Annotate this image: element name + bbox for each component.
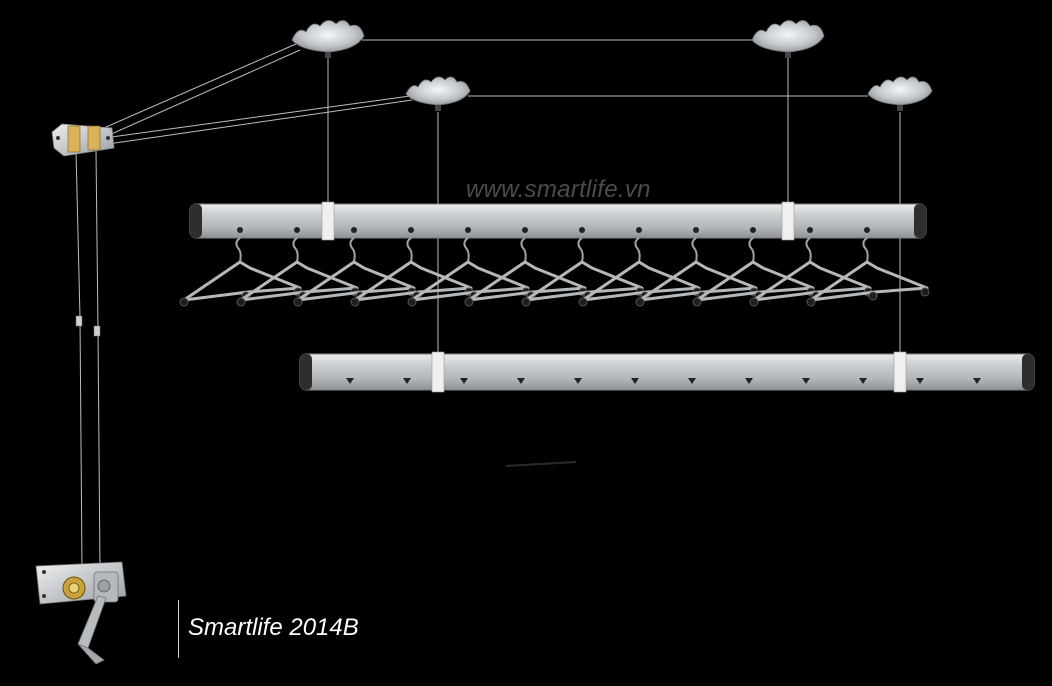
rail-hook-slot xyxy=(574,378,582,384)
cable-stoppers xyxy=(75,315,101,337)
product-caption: Smartlife 2014B xyxy=(188,614,359,641)
rail-hook-slot xyxy=(631,378,639,384)
rail-hook-slot xyxy=(517,378,525,384)
lower-drying-rail xyxy=(299,351,1035,393)
rail-hook-slot xyxy=(688,378,696,384)
hand-crank-winder-icon xyxy=(35,561,127,665)
hanger-row xyxy=(179,227,930,307)
rail-hook-slots xyxy=(346,378,981,384)
rail-hook-slot xyxy=(346,378,354,384)
ceiling-dome-icon xyxy=(751,20,825,58)
website-watermark: www.smartlife.vn xyxy=(466,176,651,203)
overhead-cables xyxy=(75,39,901,571)
ceiling-mounts xyxy=(291,20,933,111)
rail-hook-slot xyxy=(403,378,411,384)
ceiling-dome-icon xyxy=(405,76,471,111)
upper-drying-rail xyxy=(189,201,927,241)
caption-divider xyxy=(178,600,179,658)
clothes-hanger-icon xyxy=(293,227,417,307)
clothes-hanger-icon xyxy=(806,227,930,307)
ceiling-dome-icon xyxy=(867,76,933,111)
pulley-bracket-icon xyxy=(51,123,115,157)
rail-hook-slot xyxy=(460,378,468,384)
rail-hook-slot xyxy=(745,378,753,384)
rail-hook-slot xyxy=(973,378,981,384)
rail-hook-slot xyxy=(802,378,810,384)
ceiling-dome-icon xyxy=(291,20,365,58)
rail-hook-slot xyxy=(916,378,924,384)
rail-hook-slot xyxy=(859,378,867,384)
